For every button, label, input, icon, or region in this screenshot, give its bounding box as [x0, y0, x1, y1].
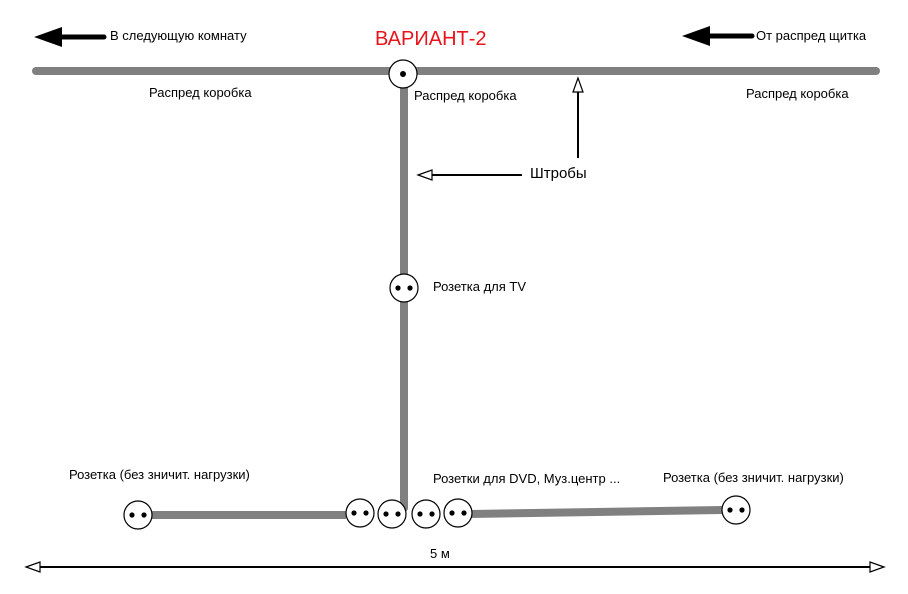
arrow-from-panel-icon — [682, 26, 755, 46]
socket-group-3 — [411, 499, 441, 529]
junction-box-center-label: Распред коробка — [414, 88, 517, 103]
diagram-title: ВАРИАНТ-2 — [375, 28, 487, 50]
socket-group-2 — [377, 499, 407, 529]
grooves-label: Штробы — [530, 165, 587, 182]
arrow-groove-up-icon — [572, 76, 584, 158]
tv-socket-label: Розетка для TV — [433, 279, 526, 294]
socket-right-label: Розетка (без зничит. нагрузки) — [663, 470, 844, 485]
junction-box-left-label: Распред коробка — [149, 85, 252, 100]
wires — [32, 67, 880, 519]
arrow-groove-left-icon — [416, 169, 522, 181]
socket-group-4 — [443, 498, 473, 528]
socket-group-1 — [345, 498, 375, 528]
socket-tv — [389, 273, 419, 303]
dimension-label: 5 м — [430, 546, 450, 561]
junction-box-right-label: Распред коробка — [746, 86, 849, 101]
sockets-dvd-label: Розетки для DVD, Муз.центр ... — [433, 471, 621, 486]
socket-left-label: Розетка (без зничит. нагрузки) — [69, 467, 250, 482]
socket-left — [123, 500, 153, 530]
next-room-label: В следующую комнату — [110, 28, 247, 43]
from-panel-label: От распред щитка — [756, 28, 867, 43]
dimension-line — [24, 561, 886, 573]
socket-right — [721, 495, 751, 525]
bottom-right-wire — [469, 506, 723, 518]
arrow-next-room-icon — [34, 27, 107, 47]
junction-box-center — [388, 59, 418, 89]
